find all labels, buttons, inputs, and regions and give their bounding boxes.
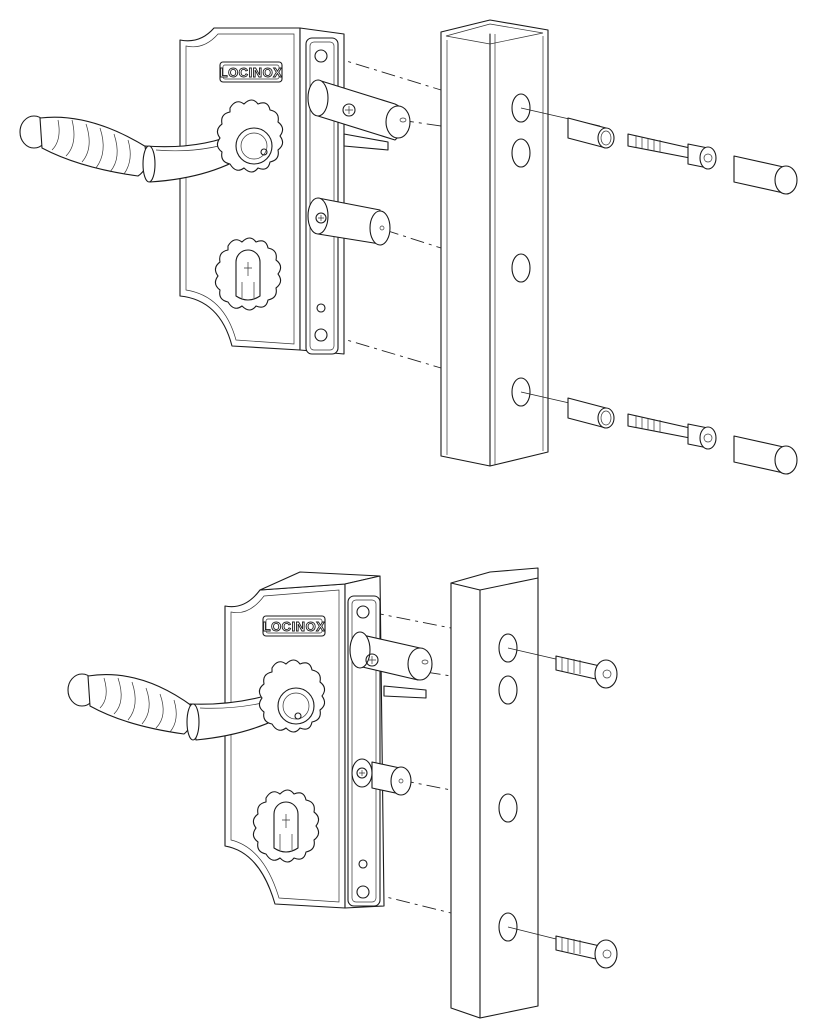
fastener-row-top-2 xyxy=(567,397,798,475)
countersunk-screw-1 xyxy=(555,655,618,689)
bottom-assembly-view: LOCINOX xyxy=(67,567,618,1019)
dead-bolt xyxy=(351,758,412,796)
fastener-row-top-1 xyxy=(567,117,798,195)
rosette xyxy=(258,659,326,733)
dead-bolt xyxy=(307,197,391,246)
lock-case: LOCINOX xyxy=(224,571,385,909)
square-tube-post xyxy=(440,19,549,467)
brand-label: LOCINOX xyxy=(220,65,283,80)
latch-bolt xyxy=(349,631,433,699)
cylinder-escutcheon xyxy=(214,237,282,311)
latch-bolt xyxy=(307,79,411,151)
rosette xyxy=(216,99,284,173)
brand-label: LOCINOX xyxy=(263,619,326,634)
cylinder-escutcheon xyxy=(252,789,320,863)
solid-rectangular-post xyxy=(450,567,539,1019)
countersunk-screw-2 xyxy=(555,935,618,969)
top-assembly-view: LOCINOX xyxy=(19,19,798,475)
